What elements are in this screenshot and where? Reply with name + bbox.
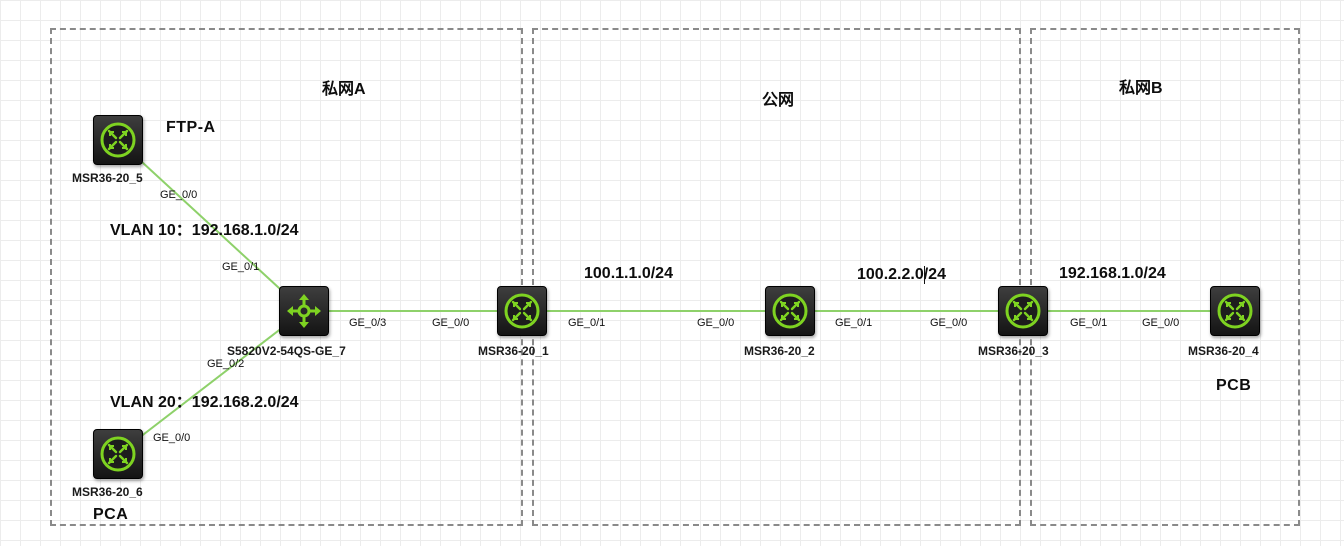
port-label-msr1-ge00: GE_0/0 <box>432 317 470 329</box>
router-icon <box>504 293 540 329</box>
port-label-msr2-ge00: GE_0/0 <box>697 317 735 329</box>
switch-icon <box>287 294 321 328</box>
switch-s5820[interactable] <box>279 286 329 336</box>
zone-title-private-b: 私网B <box>1119 80 1163 97</box>
network-label-100-2: 100.2.2.0/24 <box>857 266 946 283</box>
port-label-msr5-ge00: GE_0/0 <box>160 189 198 201</box>
port-label-switch-ge03: GE_0/3 <box>349 317 387 329</box>
host-label-pcb: PCB <box>1216 377 1252 394</box>
device-label-msr1: MSR36-20_1 <box>478 344 549 358</box>
router-icon <box>772 293 808 329</box>
zone-private-a <box>50 28 523 526</box>
host-label-pca: PCA <box>93 506 129 523</box>
port-label-switch-ge02: GE_0/2 <box>207 358 245 370</box>
device-label-msr3: MSR36-20_3 <box>978 344 1049 358</box>
zone-title-private-a: 私网A <box>322 81 366 98</box>
network-label-vlan10: VLAN 10：192.168.1.0/24 <box>110 222 299 239</box>
router-icon <box>1005 293 1041 329</box>
zone-private-b <box>1030 28 1300 526</box>
port-label-switch-ge01: GE_0/1 <box>222 261 260 273</box>
link-msr5-switch[interactable] <box>117 139 305 312</box>
text-cursor <box>924 266 925 284</box>
device-label-switch: S5820V2-54QS-GE_7 <box>227 344 346 358</box>
router-icon <box>1217 293 1253 329</box>
zone-title-public: 公网 <box>762 92 795 109</box>
link-switch-msr6[interactable] <box>117 310 305 455</box>
port-label-msr3-ge00: GE_0/0 <box>930 317 968 329</box>
port-label-msr1-ge01: GE_0/1 <box>568 317 606 329</box>
zone-public <box>532 28 1021 526</box>
host-label-ftp-a: FTP-A <box>166 119 216 136</box>
router-msr1[interactable] <box>497 286 547 336</box>
port-label-msr2-ge01: GE_0/1 <box>835 317 873 329</box>
port-label-msr6-ge00: GE_0/0 <box>153 432 191 444</box>
device-label-msr2: MSR36-20_2 <box>744 344 815 358</box>
network-label-100-1: 100.1.1.0/24 <box>584 265 673 282</box>
device-label-msr5: MSR36-20_5 <box>72 171 143 185</box>
router-icon <box>100 122 136 158</box>
router-msr4[interactable] <box>1210 286 1260 336</box>
router-msr6[interactable] <box>93 429 143 479</box>
network-label-private-b: 192.168.1.0/24 <box>1059 265 1166 282</box>
router-icon <box>100 436 136 472</box>
network-label-vlan20: VLAN 20：192.168.2.0/24 <box>110 394 299 411</box>
router-msr5[interactable] <box>93 115 143 165</box>
port-label-msr3-ge01: GE_0/1 <box>1070 317 1108 329</box>
router-msr2[interactable] <box>765 286 815 336</box>
device-label-msr4: MSR36-20_4 <box>1188 344 1259 358</box>
port-label-msr4-ge00: GE_0/0 <box>1142 317 1180 329</box>
device-label-msr6: MSR36-20_6 <box>72 485 143 499</box>
router-msr3[interactable] <box>998 286 1048 336</box>
